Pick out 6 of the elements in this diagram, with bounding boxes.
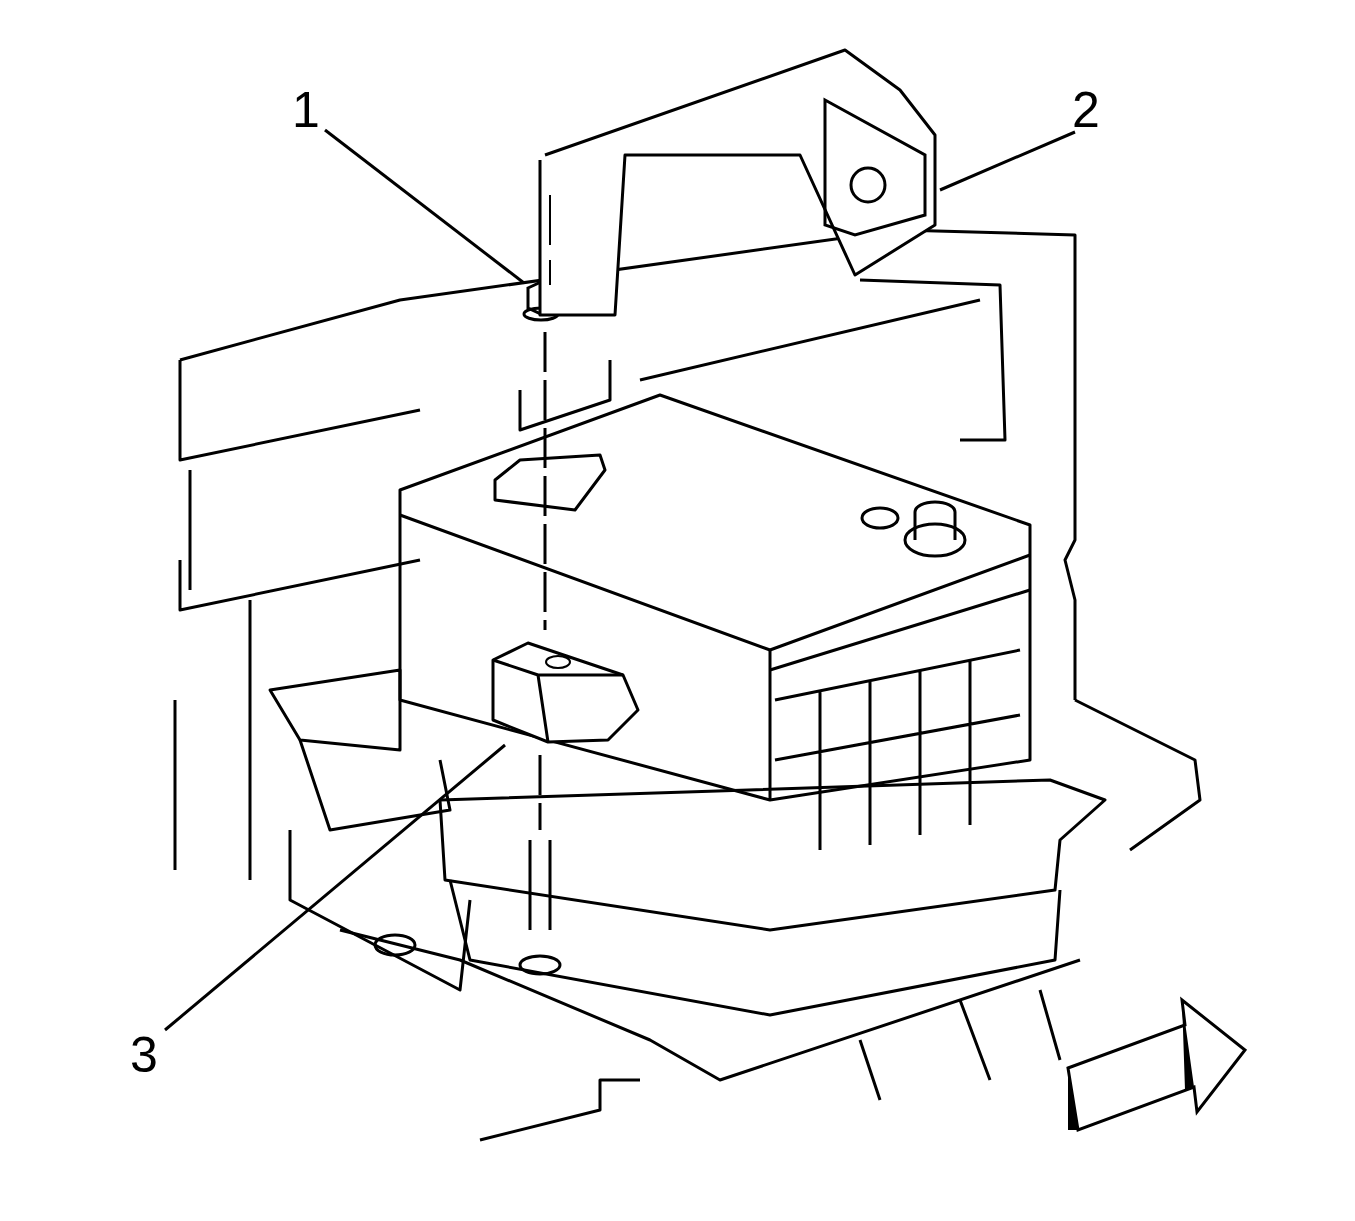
callout-number: 3 — [130, 1030, 158, 1082]
callout-number: 1 — [292, 85, 320, 137]
leader-line — [324, 128, 525, 285]
callout-number: 2 — [1072, 85, 1100, 137]
leader-line — [164, 743, 506, 1032]
leader-line — [939, 130, 1076, 192]
